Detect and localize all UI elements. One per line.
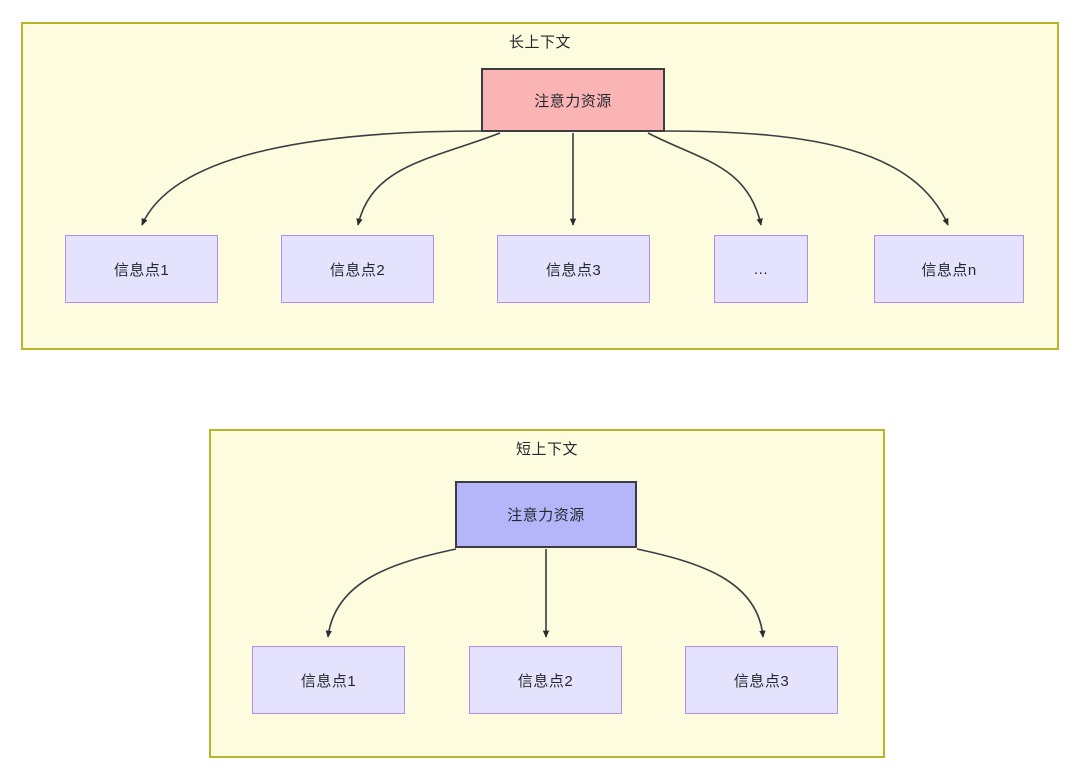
long-context-leaf-3[interactable]: 信息点3 [497, 235, 650, 303]
short-context-leaf-1-label: 信息点1 [300, 672, 357, 690]
long-context-leaf-1[interactable]: 信息点1 [65, 235, 218, 303]
short-context-leaf-2[interactable]: 信息点2 [469, 646, 622, 714]
panel-short-context-title: 短上下文 [515, 441, 578, 458]
long-context-leaf-2[interactable]: 信息点2 [281, 235, 434, 303]
long-context-leaf-n[interactable]: 信息点n [874, 235, 1024, 303]
short-context-root-label: 注意力资源 [507, 507, 585, 524]
panel-long-context-title: 长上下文 [508, 34, 571, 51]
long-context-leaf-ellipsis[interactable]: ... [714, 235, 808, 303]
long-context-root-node[interactable]: 注意力资源 [481, 68, 665, 132]
long-context-leaf-2-label: 信息点2 [329, 261, 386, 279]
long-context-leaf-3-label: 信息点3 [545, 261, 602, 279]
long-context-root-label: 注意力资源 [534, 92, 612, 110]
short-context-leaf-1[interactable]: 信息点1 [252, 646, 405, 714]
short-context-leaf-3-label: 信息点3 [733, 672, 790, 690]
short-context-leaf-3[interactable]: 信息点3 [685, 646, 838, 714]
short-context-leaf-2-label: 信息点2 [517, 672, 574, 690]
long-context-leaf-1-label: 信息点1 [113, 261, 170, 279]
long-context-leaf-n-label: 信息点n [921, 261, 977, 279]
short-context-root-node[interactable]: 注意力资源 [455, 481, 637, 548]
long-context-leaf-ellipsis-label: ... [753, 260, 768, 278]
